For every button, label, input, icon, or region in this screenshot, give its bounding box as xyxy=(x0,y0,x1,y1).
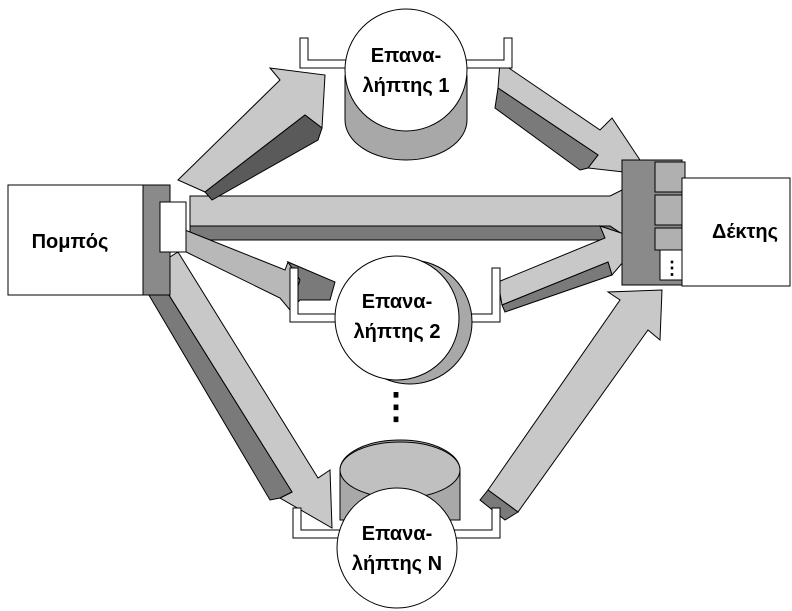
repeater-n-label-line1: Επανα- xyxy=(362,523,432,545)
transmitter-node: Πομπός xyxy=(7,184,187,296)
repeater-n: Επανα- λήπτης Ν xyxy=(292,439,501,609)
repeater-n-label-line2: λήπτης Ν xyxy=(352,553,442,575)
more-repeaters-ellipsis: ⋮ xyxy=(378,385,414,426)
receiver-node: ⋮ Δέκτης xyxy=(621,159,791,287)
arrow-tx-to-repeater-1 xyxy=(177,67,326,201)
receiver-label: Δέκτης xyxy=(712,221,778,243)
repeater-1-label-line1: Επανα- xyxy=(371,45,441,67)
repeater-1-label-line2: λήπτης 1 xyxy=(363,75,450,97)
arrow-tx-to-repeater-2 xyxy=(181,229,336,312)
arrow-direct xyxy=(189,189,636,241)
arrow-repeater-n-to-rx xyxy=(479,289,663,521)
repeater-1: Επανα- λήπτης 1 xyxy=(299,8,513,161)
repeater-2-label-line2: λήπτης 2 xyxy=(354,321,441,343)
repeater-2: Επανα- λήπτης 2 xyxy=(289,255,501,385)
receiver-port-dots: ⋮ xyxy=(663,258,681,278)
repeater-2-label-line1: Επανα- xyxy=(362,291,432,313)
arrow-repeater-1-to-rx xyxy=(494,61,652,176)
transmitter-label: Πομπός xyxy=(32,231,109,253)
